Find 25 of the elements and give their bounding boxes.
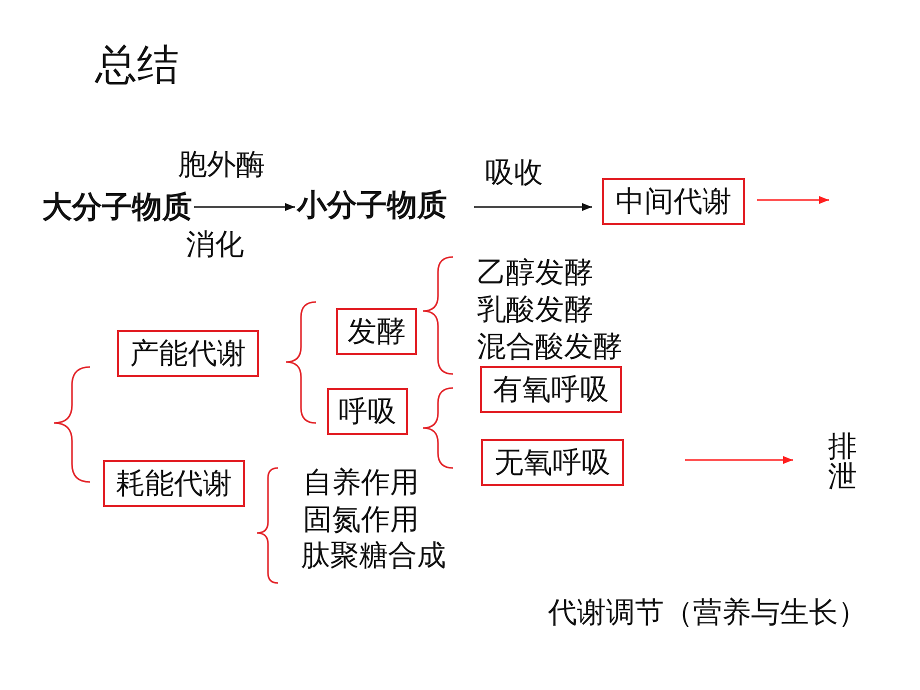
term-box: 无氧呼吸: [481, 439, 624, 486]
edge-label: 胞外酶: [178, 148, 265, 180]
arrow: [474, 203, 592, 211]
list-item: 肽聚糖合成: [301, 539, 446, 572]
list-item: 乙醇发酵: [477, 256, 593, 288]
list-item: 混合酸发酵: [477, 330, 622, 362]
term-box: 产能代谢: [117, 330, 259, 377]
title: 总结: [95, 41, 179, 88]
term-box: 耗能代谢: [103, 460, 245, 507]
note-text: 代谢调节（营养与生长）: [548, 596, 867, 628]
list-item: 乳酸发酵: [477, 293, 593, 326]
term-box: 中间代谢: [602, 178, 745, 225]
arrow: [685, 456, 793, 464]
term-label: 排泄: [828, 431, 857, 492]
term-box: 有氧呼吸: [480, 366, 622, 413]
annotation: 消化: [186, 228, 244, 260]
term-label: 大分子物质: [42, 191, 192, 225]
arrow: [757, 196, 829, 204]
list-item: 固氮作用: [303, 503, 419, 536]
list-item: 自养作用: [303, 466, 419, 498]
term-label: 小分子物质: [297, 189, 447, 223]
arrow: [194, 203, 295, 211]
term-box: 发酵: [336, 308, 417, 355]
edge-label: 吸收: [485, 156, 543, 188]
term-box: 呼吸: [327, 388, 408, 435]
